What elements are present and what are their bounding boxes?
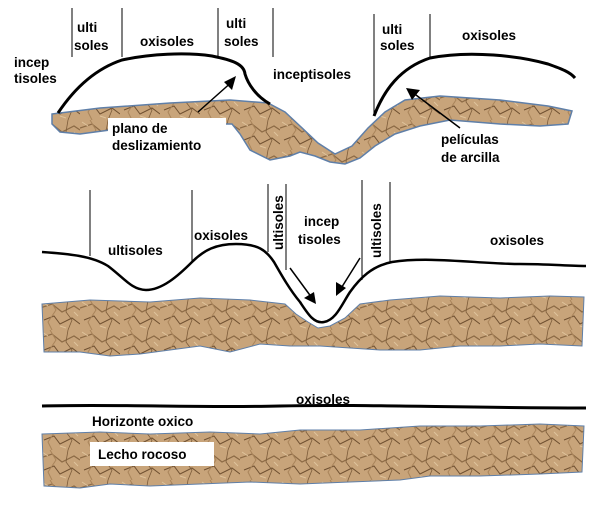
mid-arrow-left: [289, 267, 313, 299]
label-mid-inceptisoles-line2: tisoles: [298, 232, 341, 247]
label-ultisoles-a-line1: ulti: [77, 20, 97, 35]
label-ultisoles-c-line2: soles: [380, 38, 415, 53]
label-oxisoles-a: oxisoles: [140, 34, 194, 49]
slip-plane-arrow-head: [224, 76, 236, 90]
label-mid-ultisoles-vertical-left: ultisoles: [271, 195, 286, 250]
top-surface-left-hill: [56, 52, 271, 114]
label-mid-ultisoles-vertical-right: ultisoles: [369, 203, 384, 258]
middle-rock-layer: [41, 295, 585, 357]
label-ultisoles-a-line2: soles: [74, 38, 109, 53]
slip-plane-label-bg: [108, 118, 226, 156]
label-inceptisoles-left-line2: tisoles: [14, 71, 57, 86]
label-oxisoles-b: oxisoles: [462, 28, 516, 43]
label-slip-plane-line1: plano de: [112, 121, 168, 136]
label-ultisoles-c-line1: ulti: [382, 22, 402, 37]
bedrock-label-bg: [90, 442, 214, 466]
label-mid-oxisoles-b: oxisoles: [490, 233, 544, 248]
clay-films-arrow: [411, 91, 461, 129]
label-clay-films-line2: de arcilla: [441, 150, 500, 165]
label-bottom-oxisoles: oxisoles: [296, 392, 350, 407]
label-mid-inceptisoles-line1: incep: [304, 214, 339, 229]
top-surface-right-hill: [372, 52, 577, 117]
clay-films-label-bg: [436, 130, 516, 168]
bottom-surface-line: [41, 403, 587, 410]
label-slip-plane-line2: deslizamiento: [112, 138, 201, 153]
label-clay-films-line1: películas: [441, 132, 499, 147]
label-inceptisoles-center: inceptisoles: [273, 67, 351, 82]
mid-arrow-right: [339, 257, 361, 291]
bottom-rock-layer: [41, 423, 585, 489]
middle-surface-line: [41, 242, 587, 324]
label-mid-oxisoles-a: oxisoles: [194, 228, 248, 243]
label-bedrock: Lecho rocoso: [98, 447, 187, 462]
top-panel: incep tisoles ulti soles oxisoles ulti s…: [14, 8, 577, 168]
label-ultisoles-b-line2: soles: [224, 34, 259, 49]
label-mid-ultisoles: ultisoles: [108, 243, 163, 258]
mid-arrow-left-head: [304, 292, 316, 304]
label-oxic-horizon: Horizonte oxico: [92, 414, 193, 429]
clay-films-arrow-head: [406, 88, 420, 100]
middle-panel: ultisoles oxisoles ultisoles incep tisol…: [41, 180, 587, 357]
bottom-panel: oxisoles Horizonte oxico Lecho rocoso: [41, 392, 587, 489]
label-inceptisoles-left-line1: incep: [14, 55, 49, 70]
label-ultisoles-b-line1: ulti: [226, 16, 246, 31]
mid-arrow-right-head: [336, 282, 346, 296]
